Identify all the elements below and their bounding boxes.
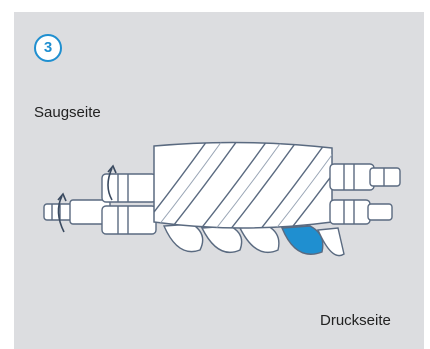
lower-rotor-lobes (162, 223, 345, 257)
suction-side-label: Saugseite (34, 104, 101, 121)
screw-rotor-illustration (43, 141, 401, 257)
right-shaft (329, 163, 401, 225)
figure-panel: 3 Saugseite Druckseite (14, 12, 424, 349)
rotation-arrow-icon (57, 164, 117, 233)
main-rotor-body (153, 141, 333, 229)
pressure-side-label: Druckseite (320, 312, 391, 329)
step-number-badge: 3 (34, 34, 62, 62)
